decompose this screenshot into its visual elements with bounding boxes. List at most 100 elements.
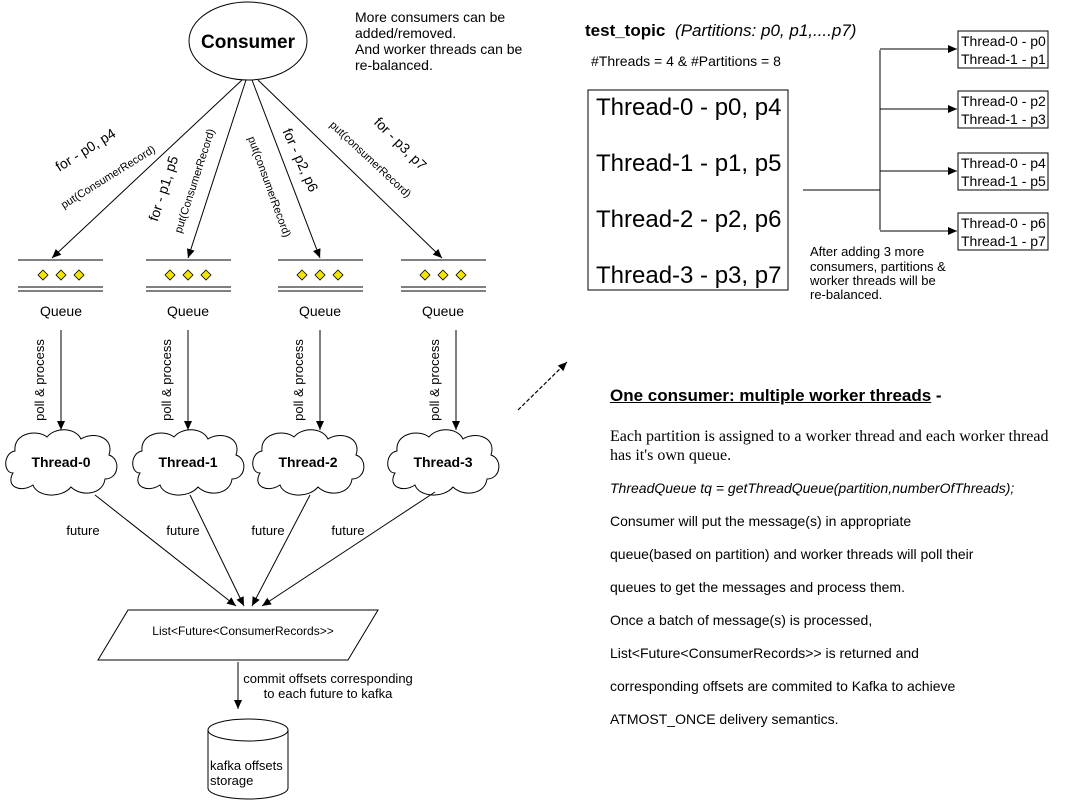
description-line-6: corresponding offsets are commited to Ka… (610, 678, 956, 694)
description-line-5: List<Future<ConsumerRecords>> is returne… (610, 645, 919, 661)
thread-label: Thread-1 (158, 454, 217, 470)
queue-message-icon (55, 269, 67, 281)
for-label-0: for - p0, p4 (52, 125, 118, 175)
for-label-1: for - p1, p5 (145, 154, 181, 224)
storage-label-line-2: storage (210, 773, 253, 788)
rebalance-connector (803, 50, 881, 230)
queue-message-icon (182, 269, 194, 281)
future-label: future (66, 523, 99, 538)
put-arrow-1 (186, 79, 247, 259)
description-intro: Each partition is assigned to a worker t… (610, 428, 1049, 464)
separator-arrow (517, 361, 568, 411)
rebalance-note-line-1: After adding 3 more (810, 244, 924, 259)
future-arrow (251, 494, 311, 607)
kafka-storage-cylinder: kafka offsets storage (207, 718, 289, 800)
thread-cloud (387, 429, 500, 496)
queue-label: Queue (422, 303, 464, 319)
future-list-node: List<Future<ConsumerRecords>> (97, 609, 379, 661)
thread-cloud (132, 429, 245, 496)
future-list-label: List<Future<ConsumerRecords>> (152, 624, 333, 638)
future-label: future (251, 523, 284, 538)
description-heading-suffix: - (931, 386, 942, 405)
put-arrows (51, 79, 443, 259)
topic-partitions: (Partitions: p0, p1,....p7) (675, 21, 856, 40)
put-label-2: put(consumerRecord) (245, 135, 293, 239)
assignment-item-0: Thread-0 - p0, p4 (596, 94, 781, 121)
queue-label: Queue (40, 303, 82, 319)
topic-name: test_topic (585, 21, 665, 40)
rebalanced-line-1: Thread-0 - p0 (961, 33, 1046, 49)
future-arrow (94, 494, 237, 607)
topic-heading: test_topic (Partitions: p0, p1,....p7) (585, 21, 856, 40)
rebalanced-box (957, 212, 1049, 251)
rebalanced-line-2: Thread-1 - p5 (961, 173, 1046, 189)
rebalanced-box (957, 30, 1049, 69)
rebalanced-box (957, 152, 1049, 191)
consumer-node: Consumer (188, 1, 308, 81)
rebalanced-line-1: Thread-0 - p6 (961, 215, 1046, 231)
future-arrow (261, 491, 436, 607)
threads-partitions-count: #Threads = 4 & #Partitions = 8 (591, 53, 781, 69)
queue-message-icon (437, 269, 449, 281)
queue-label: Queue (167, 303, 209, 319)
rebalanced-line-1: Thread-0 - p4 (961, 155, 1046, 171)
poll-label: poll & process (427, 339, 442, 421)
rebalance-note-line-3: worker threads will be (809, 273, 936, 288)
rebalanced-group-0: Thread-0 - p0 Thread-1 - p1 (880, 30, 1049, 69)
future-label: future (166, 523, 199, 538)
rebalanced-line-2: Thread-1 - p1 (961, 51, 1046, 67)
rebalanced-groups: Thread-0 - p0 Thread-1 - p1 Thread-0 - p2 T… (880, 30, 1049, 251)
consumer-note: More consumers can be added/removed. And… (355, 9, 545, 73)
storage-label-line-1: kafka offsets (210, 758, 283, 773)
queue-message-icon (332, 269, 344, 281)
poll-label: poll & process (291, 339, 306, 421)
assignment-item-2: Thread-2 - p2, p6 (596, 206, 781, 233)
thread-label: Thread-3 (413, 454, 472, 470)
thread-cloud (5, 429, 118, 496)
thread-label: Thread-0 (31, 454, 90, 470)
description-line-2: queue(based on partition) and worker thr… (610, 546, 974, 562)
put-arrow-2 (251, 79, 321, 259)
put-arrow-0 (51, 79, 243, 259)
queue-message-icon (455, 269, 467, 281)
rebalanced-group-2: Thread-0 - p4 Thread-1 - p5 (880, 152, 1049, 191)
description-line-1: Consumer will put the message(s) in appr… (610, 513, 912, 529)
queue-message-icon (200, 269, 212, 281)
description-heading-text: One consumer: multiple worker threads (610, 386, 932, 405)
poll-label: poll & process (159, 339, 174, 421)
assignment-list: Thread-0 - p0, p4 Thread-1 - p1, p5 Thread… (596, 94, 781, 289)
description-code: ThreadQueue tq = getThreadQueue(partitio… (610, 480, 1015, 496)
future-arrow (189, 494, 245, 607)
description-line-3: queues to get the messages and process t… (610, 579, 905, 595)
thread-label: Thread-2 (278, 454, 337, 470)
queue-message-icon (73, 269, 85, 281)
consumer-note-line-1: More consumers can be (355, 9, 506, 25)
rebalanced-box (957, 90, 1049, 129)
commit-label-line-1: commit offsets corresponding (243, 671, 413, 686)
consumer-note-line-3: And worker threads can be (355, 41, 523, 57)
queue-message-icon (314, 269, 326, 281)
commit-label-line-2: to each future to kafka (264, 686, 393, 701)
thread-cloud (252, 429, 365, 496)
assignment-box (587, 89, 789, 291)
put-label-1: put(ConsumerRecord) (173, 127, 218, 234)
description-line-4: Once a batch of message(s) is processed, (610, 612, 873, 628)
consumer-note-line-2: added/removed. (355, 25, 457, 41)
description-heading: One consumer: multiple worker threads - (610, 386, 942, 406)
rebalanced-line-1: Thread-0 - p2 (961, 93, 1046, 109)
queue-message-icon (296, 269, 308, 281)
put-arrow-3 (257, 79, 443, 259)
rebalance-note-line-4: re-balanced. (810, 287, 882, 302)
future-label: future (331, 523, 364, 538)
queue-message-icon (37, 269, 49, 281)
assignment-item-1: Thread-1 - p1, p5 (596, 150, 781, 177)
description-line-7: ATMOST_ONCE delivery semantics. (610, 711, 839, 727)
rebalanced-line-2: Thread-1 - p3 (961, 111, 1046, 127)
assignment-item-3: Thread-3 - p3, p7 (596, 262, 781, 289)
